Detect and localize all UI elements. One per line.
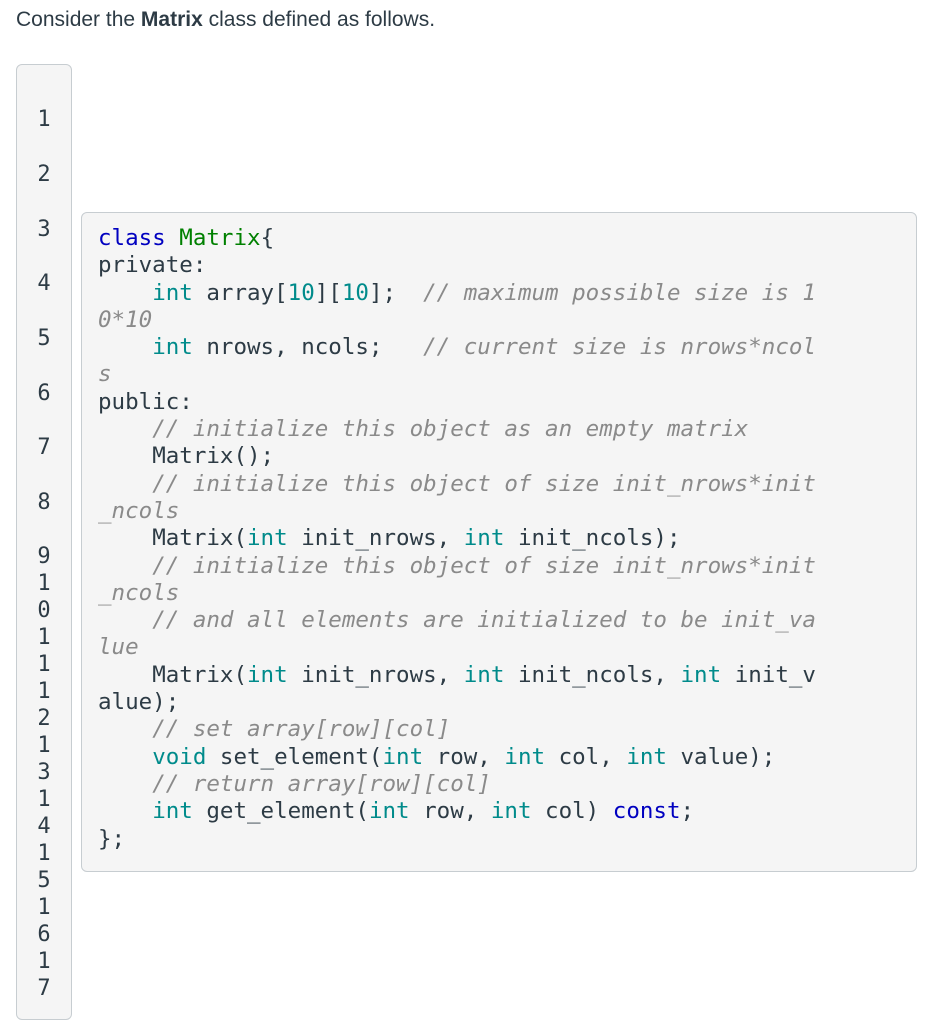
intro-before: Consider the bbox=[16, 8, 141, 31]
keyword: int bbox=[152, 334, 193, 361]
keyword: int bbox=[152, 279, 193, 306]
intro-class-name: Matrix bbox=[140, 8, 203, 31]
line-number-digit: 1 bbox=[37, 679, 51, 704]
line-number-digit: 1 bbox=[37, 895, 51, 920]
line-number-digit: 0 bbox=[37, 598, 51, 623]
number-literal: 10 bbox=[341, 279, 369, 306]
line-number: 7 bbox=[37, 976, 51, 1001]
code-comment: _ncols bbox=[98, 579, 180, 606]
keyword: int bbox=[368, 798, 410, 825]
code-comment: _ncols bbox=[98, 497, 180, 524]
line-number-digit: 9 bbox=[37, 544, 51, 569]
constructor-decl: Matrix(); bbox=[152, 443, 275, 470]
line-number: 4 bbox=[37, 271, 51, 296]
code-comment: // and all elements are initialized to b… bbox=[152, 607, 816, 634]
code-comment: // return array[row][col] bbox=[152, 770, 491, 797]
line-number-digit: 1 bbox=[37, 787, 51, 812]
line-number-digit: 1 bbox=[37, 571, 51, 596]
code-comment: // maximum possible size is 1 bbox=[423, 279, 816, 306]
line-number: 5 bbox=[37, 326, 51, 351]
question-text: Consider the Matrix class defined as fol… bbox=[16, 6, 435, 34]
line-number-digit: 5 bbox=[37, 868, 51, 893]
code-block: class Matrix{ private: int array[10][10]… bbox=[81, 212, 917, 872]
line-number-digit: 6 bbox=[37, 922, 51, 947]
keyword: int bbox=[152, 798, 193, 825]
code-comment: s bbox=[98, 361, 112, 388]
code-punct: { bbox=[260, 225, 275, 251]
keyword: int bbox=[247, 525, 288, 552]
keyword: const bbox=[612, 798, 681, 825]
line-number-digit: 1 bbox=[37, 733, 51, 758]
number-literal: 10 bbox=[287, 279, 315, 306]
class-name: Matrix bbox=[179, 225, 261, 251]
keyword: int bbox=[247, 661, 288, 688]
keyword: int bbox=[463, 525, 505, 552]
code-comment: lue bbox=[98, 634, 139, 661]
access-specifier: private: bbox=[98, 252, 207, 279]
keyword: int bbox=[504, 743, 546, 770]
line-number: 6 bbox=[37, 381, 51, 406]
line-number-digit: 1 bbox=[37, 841, 51, 866]
keyword: int bbox=[463, 661, 505, 688]
line-number-digit: 1 bbox=[37, 652, 51, 677]
keyword: int bbox=[490, 798, 532, 825]
keyword: int bbox=[680, 661, 722, 688]
line-number: 7 bbox=[37, 435, 51, 460]
code-comment: // current size is nrows*ncol bbox=[423, 334, 816, 361]
line-number-digit: 3 bbox=[37, 760, 51, 785]
code-comment: 0*10 bbox=[98, 306, 153, 333]
line-number-digit: 2 bbox=[37, 706, 51, 731]
keyword: int bbox=[626, 743, 667, 770]
line-number-digit: 1 bbox=[37, 625, 51, 650]
keyword: int bbox=[382, 743, 424, 770]
code-comment: // initialize this object as an empty ma… bbox=[152, 416, 749, 443]
line-number: 3 bbox=[37, 217, 51, 242]
line-number: 8 bbox=[37, 490, 51, 515]
code-comment: // set array[row][col] bbox=[152, 716, 451, 743]
line-number: 1 bbox=[37, 107, 51, 132]
intro-after: class defined as follows. bbox=[202, 8, 436, 31]
code-comment: // initialize this object of size init_n… bbox=[152, 552, 816, 579]
line-number-digit: 4 bbox=[37, 814, 51, 839]
line-number-digit: 1 bbox=[37, 949, 51, 974]
line-number: 2 bbox=[37, 162, 51, 187]
access-specifier: public: bbox=[98, 388, 193, 415]
keyword: void bbox=[152, 743, 207, 770]
code-comment: // initialize this object of size init_n… bbox=[152, 470, 816, 497]
keyword: class bbox=[98, 225, 166, 251]
code-text: class Matrix{ private: int array[10][10]… bbox=[98, 225, 816, 852]
